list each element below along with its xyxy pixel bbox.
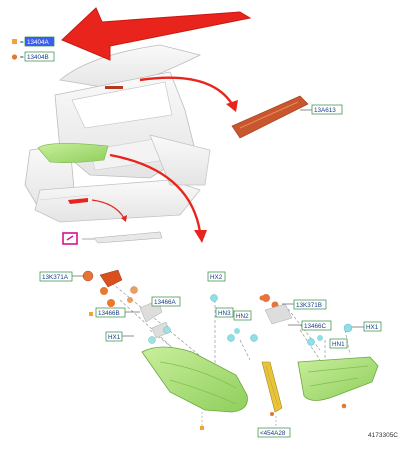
reference-icon	[62, 232, 78, 245]
legend: = 13404A = 13404B	[11, 36, 55, 62]
orange-circle-icon	[11, 54, 18, 60]
callout-HX1-left-box[interactable]	[105, 331, 123, 342]
callout-454A28[interactable]: <454A28	[260, 430, 286, 437]
callout-HX1-left[interactable]: HX1	[108, 334, 121, 341]
legend-part-2[interactable]: 13404B	[27, 54, 49, 61]
callout-13466C-box[interactable]	[301, 320, 332, 331]
center-reflector	[261, 361, 283, 413]
orange-circle-icon	[270, 412, 274, 416]
callout-HX1-right[interactable]: HX1	[366, 324, 379, 331]
callouts: 13K371A 13466B 13466A HX2 HN3 HN2 HX1 13…	[39, 271, 382, 438]
reflector-part	[82, 231, 163, 244]
footer-code: 4173305C	[368, 432, 398, 439]
callout-13K371A[interactable]: 13K371A	[42, 274, 69, 281]
callout-13466B-box[interactable]	[95, 307, 126, 318]
callout-13K371B[interactable]: 13K371B	[296, 302, 322, 309]
vehicle-illustration	[24, 44, 211, 223]
curve-arrow-1	[139, 76, 234, 105]
callout-13K371A-box[interactable]	[39, 271, 73, 282]
legend-part-1[interactable]: 13404A	[27, 39, 50, 46]
orange-square-icon	[89, 312, 93, 316]
curve-arrow-2	[109, 153, 202, 233]
callout-13A613-box[interactable]	[311, 104, 343, 115]
legend-equals-2: =	[20, 54, 24, 61]
callout-HN1-box[interactable]	[329, 338, 348, 349]
callout-HN1[interactable]: HN1	[332, 341, 345, 348]
callout-13466A-box[interactable]	[151, 296, 181, 307]
callout-HN2-box[interactable]	[233, 310, 252, 321]
legend-equals-1: =	[20, 39, 24, 46]
high-mount-lamp-part	[231, 95, 309, 139]
callout-HX2-box[interactable]	[207, 271, 226, 282]
pointer-arrow	[61, 7, 252, 61]
right-tail-lamp	[297, 356, 379, 401]
callout-13A613[interactable]: 13A613	[314, 107, 336, 114]
callout-13466B[interactable]: 13466B	[98, 310, 120, 317]
exploded-view	[82, 269, 379, 430]
orange-square-icon	[200, 426, 204, 430]
callout-HN3[interactable]: HN3	[218, 310, 231, 317]
callout-13466C[interactable]: 13466C	[304, 323, 327, 330]
callout-HX1-right-box[interactable]	[363, 321, 382, 332]
legend-part-1-box[interactable]	[24, 36, 55, 47]
callout-HN3-box[interactable]	[215, 307, 234, 318]
orange-circle-icon	[341, 403, 347, 409]
legend-part-2-box[interactable]	[24, 51, 55, 62]
callout-454A28-box[interactable]	[257, 427, 291, 438]
callout-HN2[interactable]: HN2	[236, 313, 249, 320]
orange-square-icon	[12, 39, 17, 44]
callout-HX2[interactable]: HX2	[210, 274, 223, 281]
callout-13K371B-box[interactable]	[293, 299, 327, 310]
callout-13466A[interactable]: 13466A	[154, 299, 177, 306]
